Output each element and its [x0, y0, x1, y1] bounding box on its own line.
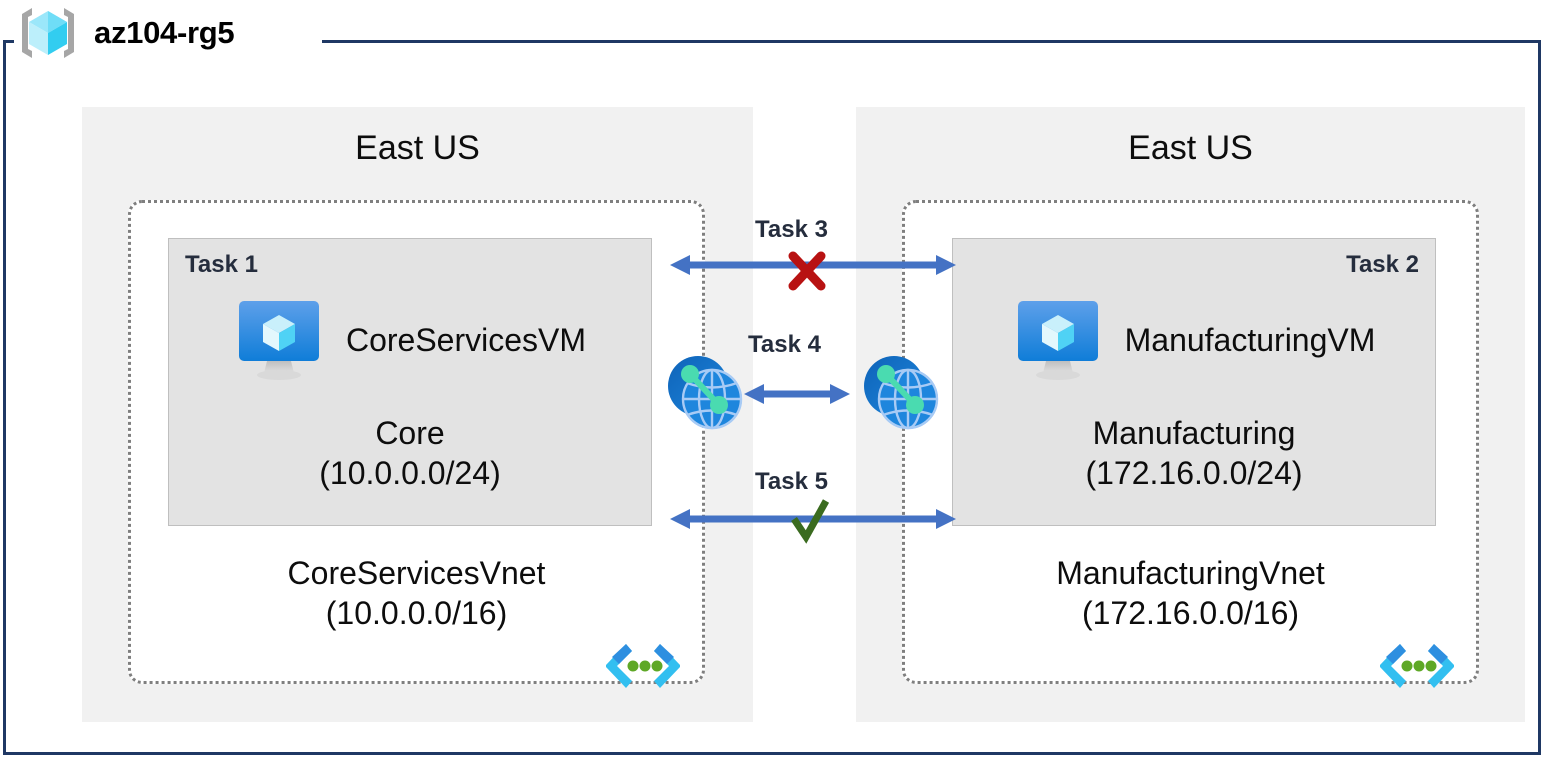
region-label-right: East US: [1128, 129, 1253, 167]
task-tag-1: Task 1: [185, 251, 258, 278]
red-x-icon: [788, 251, 826, 291]
vm-row-left: CoreServicesVM: [169, 297, 651, 383]
connection-label-task4: Task 4: [748, 331, 821, 358]
vm-row-right: ManufacturingVM: [953, 297, 1435, 383]
vnet-name-right: ManufacturingVnet: [1056, 555, 1325, 591]
vnet-cidr-right: (172.16.0.0/16): [1081, 595, 1300, 632]
subnet-caption-right: Manufacturing (172.16.0.0/24): [953, 413, 1435, 494]
vm-name-left: CoreServicesVM: [345, 321, 587, 358]
subnet-manufacturing: Task 2: [952, 238, 1436, 526]
subnet-caption-left: Core (10.0.0.0/24): [169, 413, 651, 494]
task-tag-2: Task 2: [1346, 251, 1419, 278]
subnet-cidr-left: (10.0.0.0/24): [319, 455, 501, 492]
virtual-machine-icon: [1013, 297, 1103, 383]
subnet-name-left: Core: [375, 415, 445, 451]
green-check-icon: [791, 499, 830, 544]
vnet-caption-left: CoreServicesVnet (10.0.0.0/16): [131, 553, 702, 634]
virtual-network-icon: [605, 640, 681, 697]
vnet-peering-icon: [858, 352, 944, 439]
resource-group-frame: [3, 40, 1541, 755]
virtual-network-icon: [1379, 640, 1455, 697]
resource-group-frame-top-right: [322, 40, 1541, 43]
vnet-peering-icon: [662, 352, 748, 439]
resource-group-title: az104-rg5: [94, 15, 235, 50]
connection-arrow-task4: [744, 384, 850, 404]
vnet-cidr-left: (10.0.0.0/16): [325, 595, 508, 632]
resource-group-header: az104-rg5: [14, 4, 245, 62]
vnet-name-left: CoreServicesVnet: [287, 555, 546, 591]
subnet-cidr-right: (172.16.0.0/24): [1085, 455, 1303, 492]
virtual-machine-icon: [234, 297, 324, 383]
vm-name-right: ManufacturingVM: [1124, 321, 1376, 358]
region-label-left: East US: [355, 129, 480, 167]
subnet-core: Task 1: [168, 238, 652, 526]
vnet-caption-right: ManufacturingVnet (172.16.0.0/16): [905, 553, 1476, 634]
resource-group-cube-icon: [14, 4, 82, 62]
connection-label-task3: Task 3: [755, 216, 828, 243]
subnet-name-right: Manufacturing: [1092, 415, 1296, 451]
connection-label-task5: Task 5: [755, 468, 828, 495]
